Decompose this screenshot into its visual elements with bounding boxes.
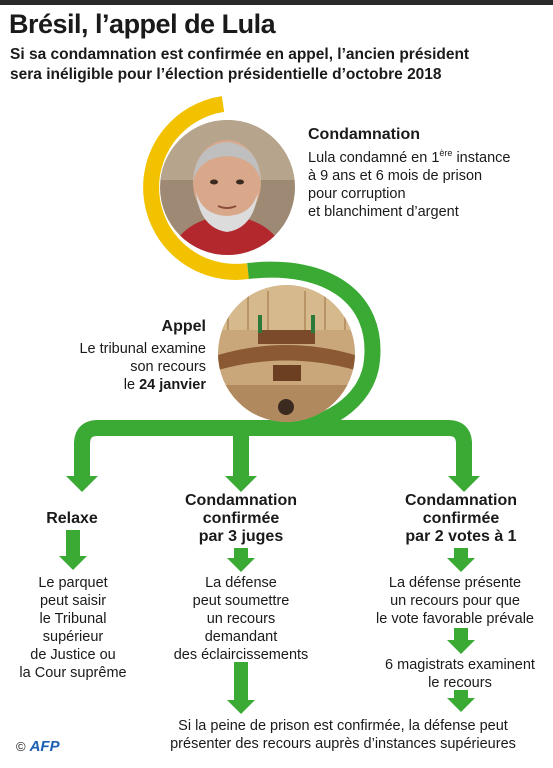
trois-juges-heading: Condamnation confirmée par 3 juges: [166, 492, 316, 546]
deux-votes-step2-line: le recours: [428, 675, 492, 691]
trois-juges-line: des éclaircissements: [173, 647, 309, 663]
appel-heading: Appel: [161, 318, 206, 335]
trois-juges-line: demandant: [204, 629, 278, 645]
credit: © AFP: [16, 738, 60, 755]
relaxe-line: supérieur: [42, 629, 104, 645]
trois-juges-text: La défense peut soumettre un recours dem…: [158, 574, 324, 664]
appel-arc: [247, 261, 381, 436]
trois-juges-line: un recours: [206, 611, 276, 627]
heading-line: confirmée: [422, 510, 500, 527]
appel-date-line: le 24 janvier: [40, 376, 206, 394]
relaxe-text: Le parquet peut saisir le Tribunal supér…: [3, 574, 143, 682]
trois-juges-line: peut soumettre: [192, 593, 290, 609]
court-photo: [218, 285, 355, 422]
condamnation-arc: [143, 96, 250, 280]
page-subtitle: Si sa condamnation est confirmée en appe…: [10, 45, 550, 85]
heading-line: Condamnation: [405, 492, 517, 509]
deux-votes-heading: Condamnation confirmée par 2 votes à 1: [378, 492, 544, 546]
condamnation-line: Lula condamné en 1ère instance: [308, 149, 510, 167]
deux-votes-line: un recours pour que: [390, 593, 520, 609]
condamnation-line: et blanchiment d’argent: [308, 204, 459, 220]
deux-votes-line: le vote favorable prévale: [376, 611, 534, 627]
condamnation-text: Lula condamné en 1ère instance à 9 ans e…: [308, 149, 510, 221]
heading-line: Condamnation: [185, 492, 297, 509]
appel-line: Le tribunal examine: [79, 341, 206, 357]
condamnation-line: pour corruption: [308, 186, 406, 202]
afp-logo: AFP: [29, 738, 60, 755]
heading-line: par 2 votes à 1: [405, 528, 517, 545]
appel-date: 24 janvier: [139, 377, 206, 393]
branch-connectors: [66, 432, 480, 492]
copyright-symbol: ©: [16, 739, 26, 754]
appel-date-prefix: le: [123, 377, 140, 393]
condamnation-line: à 9 ans et 6 mois de prison: [308, 168, 483, 184]
deux-votes-step2-line: 6 magistrats examinent: [385, 657, 535, 673]
subtitle-line: sera inéligible pour l’élection présiden…: [10, 66, 442, 83]
deux-votes-step2: 6 magistrats examinent le recours: [360, 656, 553, 692]
page-title: Brésil, l’appel de Lula: [9, 9, 276, 39]
relaxe-line: la Cour suprême: [19, 665, 127, 681]
heading-line: confirmée: [202, 510, 280, 527]
subtitle-line: Si sa condamnation est confirmée en appe…: [10, 46, 470, 63]
appel-text: Le tribunal examine son recours le 24 ja…: [40, 340, 206, 394]
ordinal-superscript: ère: [439, 148, 453, 159]
relaxe-line: Le parquet: [38, 575, 108, 591]
relaxe-line: de Justice ou: [30, 647, 116, 663]
lula-portrait: [160, 120, 295, 255]
conclusion-text: Si la peine de prison est confirmée, la …: [140, 717, 546, 753]
branch-trunk: [74, 420, 472, 445]
deux-votes-line: La défense présente: [388, 575, 522, 591]
condamnation-line1-end: instance: [452, 150, 511, 166]
top-bar: [0, 0, 553, 5]
appel-line: son recours: [130, 359, 206, 375]
trois-juges-line: La défense: [205, 575, 277, 591]
step-arrows: [59, 530, 475, 714]
deux-votes-text: La défense présente un recours pour que …: [360, 574, 550, 628]
condamnation-heading: Condamnation: [308, 126, 420, 143]
conclusion-line: présenter des recours auprès d’instances…: [170, 736, 516, 752]
relaxe-line: le Tribunal: [39, 611, 107, 627]
relaxe-heading: Relaxe: [46, 510, 98, 527]
conclusion-line: Si la peine de prison est confirmée, la …: [178, 718, 508, 734]
heading-line: par 3 juges: [198, 528, 284, 545]
relaxe-line: peut saisir: [39, 593, 107, 609]
condamnation-line1: Lula condamné en 1: [308, 150, 440, 166]
